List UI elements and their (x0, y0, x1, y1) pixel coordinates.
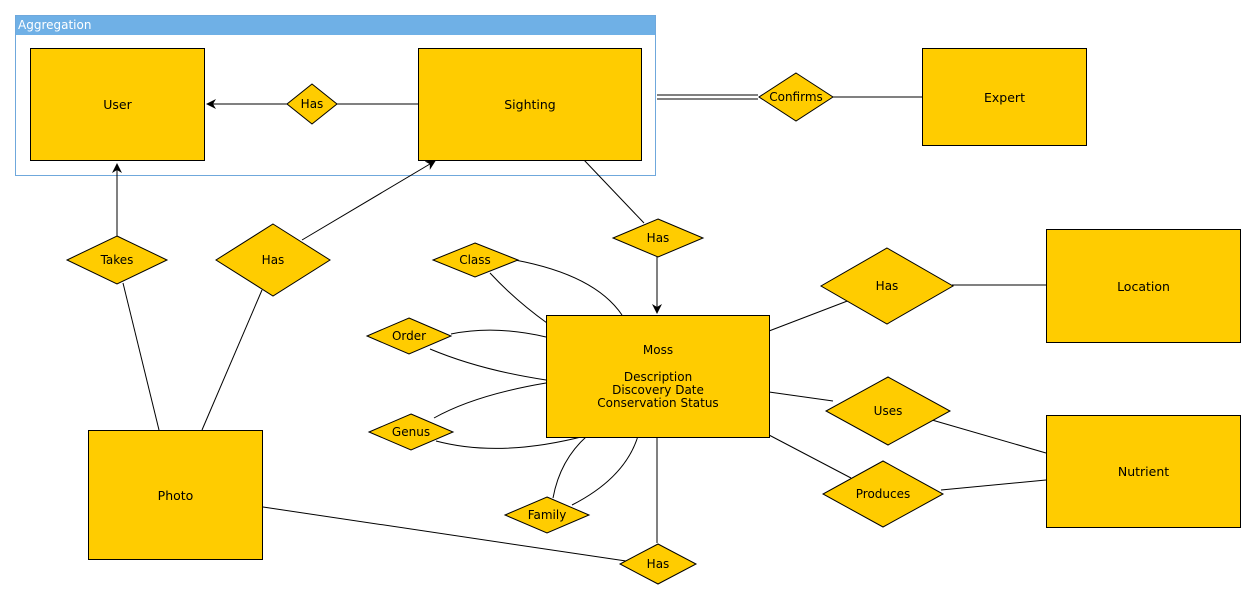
entity-user[interactable]: User (30, 48, 205, 161)
entity-moss[interactable]: Moss Description Discovery Date Conserva… (546, 315, 770, 438)
entity-sighting-label: Sighting (504, 97, 556, 112)
rel-diamond-takes (65, 235, 169, 285)
edge-order-a (450, 329, 547, 338)
edge-class-a (489, 272, 548, 324)
edge-family-b (571, 435, 639, 506)
rel-diamond-class (431, 242, 520, 278)
rel-diamond-user-sighting-has (286, 83, 338, 125)
rel-diamond-sighting-moss-has (611, 218, 705, 258)
edge-moss-uses (768, 391, 834, 402)
edge-genus-b (435, 435, 586, 449)
edge-photo-takes (122, 282, 160, 431)
aggregation-frame: Aggregation (15, 15, 656, 176)
rel-diamond-uses (824, 376, 952, 446)
rel-diamond-genus (367, 413, 455, 451)
rel-diamond-order (365, 317, 453, 355)
moss-attribute-description: Description (623, 369, 693, 384)
edge-produces-nutrient (940, 479, 1047, 491)
edge-moss-has-location (768, 299, 851, 332)
entity-photo-label: Photo (157, 487, 194, 503)
aggregation-label: Aggregation (16, 16, 655, 35)
entity-nutrient[interactable]: Nutrient (1046, 415, 1241, 528)
edge-photo-has (201, 289, 263, 431)
entity-nutrient-label: Nutrient (1117, 464, 1170, 479)
entity-expert-label: Expert (984, 89, 1025, 105)
edge-genus-a (433, 382, 547, 419)
entity-location[interactable]: Location (1046, 229, 1241, 343)
entity-photo[interactable]: Photo (88, 430, 263, 560)
edge-sighting-has2 (583, 159, 645, 224)
rel-diamond-location-has (819, 247, 955, 325)
edge-has-sighting (301, 160, 436, 241)
entity-user-label: User (103, 97, 132, 112)
edge-moss-produces (768, 434, 852, 479)
rel-diamond-family (503, 496, 591, 534)
rel-diamond-photo-sighting-has (215, 223, 331, 297)
entity-sighting[interactable]: Sighting (418, 48, 642, 161)
rel-diamond-produces (821, 460, 945, 528)
entity-location-label: Location (1117, 278, 1170, 294)
edge-uses-nutrient (931, 419, 1047, 454)
moss-attribute-discovery-date: Discovery Date (612, 382, 704, 397)
entity-expert[interactable]: Expert (922, 48, 1087, 146)
rel-diamond-confirms (758, 72, 834, 122)
edge-has-photo (262, 506, 627, 562)
edge-order-b (429, 348, 547, 381)
edge-class-b (514, 259, 623, 316)
moss-attribute-conservation-status: Conservation Status (597, 395, 719, 410)
edge-family-a (552, 435, 588, 499)
rel-diamond-photo-moss-has (618, 543, 698, 585)
entity-moss-label: Moss (642, 342, 674, 357)
